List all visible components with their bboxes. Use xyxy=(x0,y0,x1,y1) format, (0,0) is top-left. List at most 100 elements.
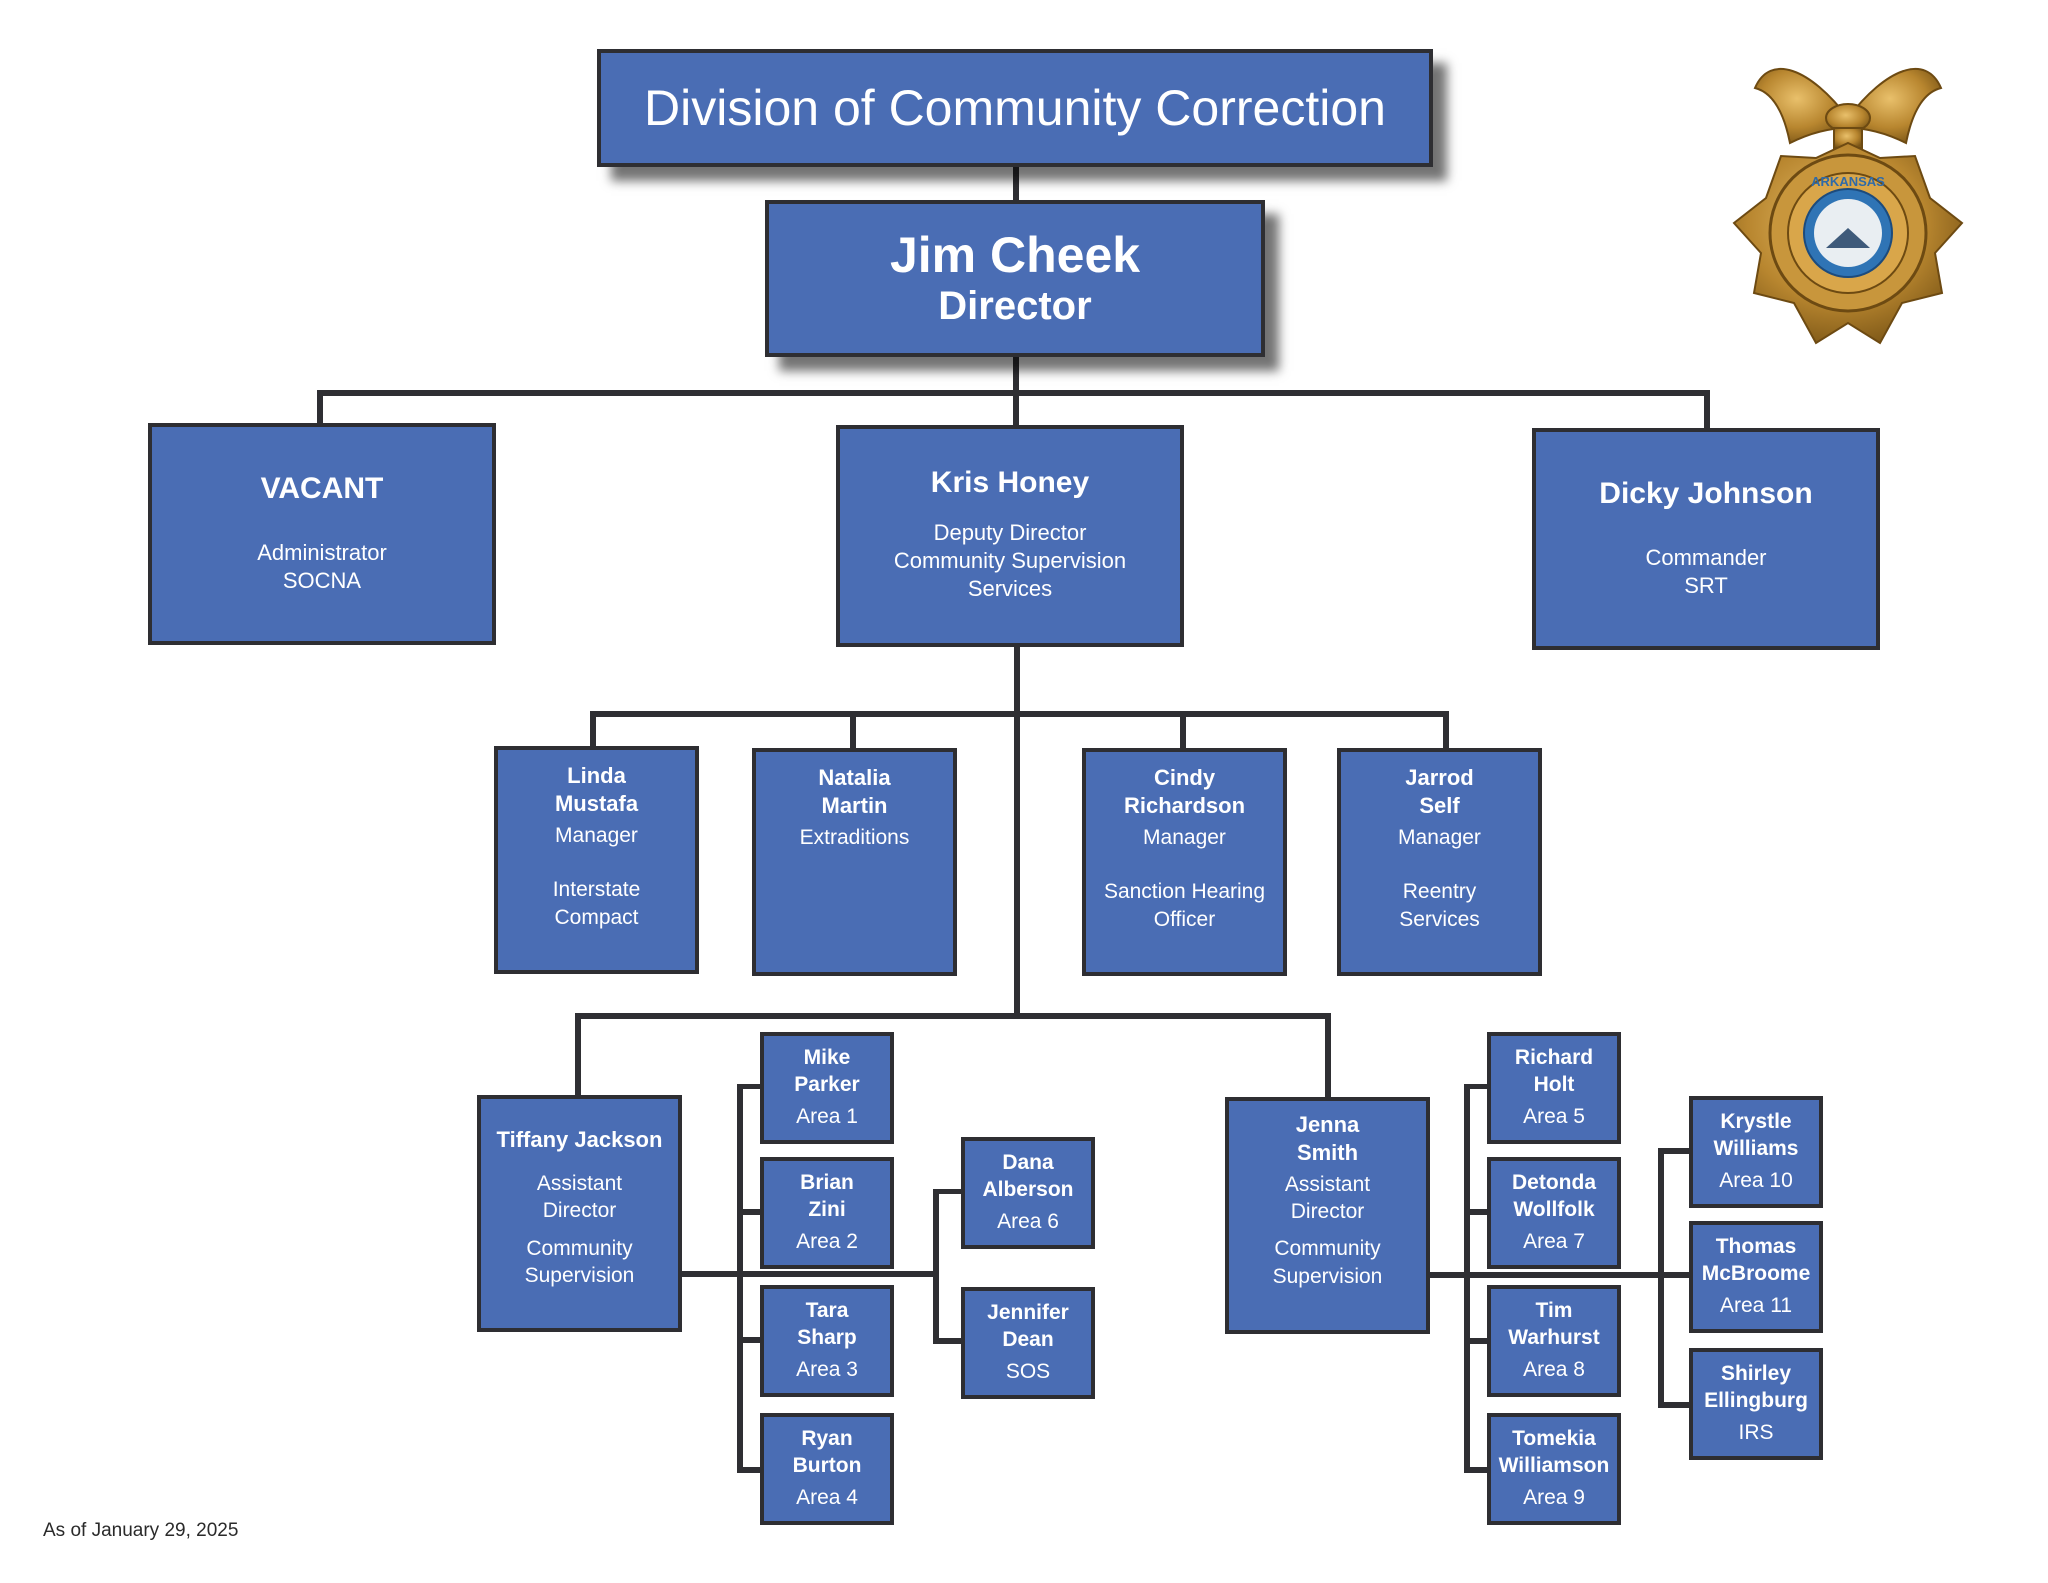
position-name: Dicky Johnson xyxy=(1599,477,1813,510)
position-area: SOS xyxy=(1005,1359,1051,1383)
area-manager-box[interactable]: Detonda Wollfolk Area 7 xyxy=(1487,1157,1621,1269)
position-unit: Reentry Services xyxy=(1399,879,1480,931)
area-manager-box[interactable]: Krystle Williams Area 10 xyxy=(1689,1096,1823,1208)
position-name: VACANT xyxy=(260,472,384,505)
area-manager-box[interactable]: Tara Sharp Area 3 xyxy=(760,1285,894,1397)
position-title: Assistant Director xyxy=(536,1171,623,1223)
administrator-socna-box[interactable]: VACANT Administrator SOCNA xyxy=(148,423,496,645)
sos-box[interactable]: Jennifer Dean SOS xyxy=(961,1287,1095,1399)
division-title: Division of Community Correction xyxy=(644,80,1386,136)
connector-jenna-col-b xyxy=(1658,1148,1664,1408)
area-manager-box[interactable]: Mike Parker Area 1 xyxy=(760,1032,894,1144)
position-name: Dana Alberson xyxy=(982,1151,1074,1202)
position-area: Area 2 xyxy=(796,1229,858,1253)
director-box[interactable]: Jim Cheek Director xyxy=(765,200,1265,357)
position-area: Area 7 xyxy=(1523,1229,1585,1253)
connector-richard xyxy=(1464,1084,1489,1089)
position-name: Ryan Burton xyxy=(792,1427,862,1478)
position-name: Krystle Williams xyxy=(1713,1110,1799,1161)
position-name: Tim Warhurst xyxy=(1508,1299,1600,1350)
position-area: Area 3 xyxy=(796,1357,858,1381)
connector-level4-bar xyxy=(575,1013,1331,1019)
connector-vacant xyxy=(317,390,323,425)
eagle-wing-right xyxy=(1847,68,1943,145)
position-area: Area 6 xyxy=(997,1209,1059,1233)
position-area: IRS xyxy=(1738,1420,1774,1444)
position-name: Kris Honey xyxy=(930,466,1090,499)
position-title: Assistant Director xyxy=(1284,1172,1371,1224)
position-name: Natalia Martin xyxy=(818,765,891,818)
connector-natalia xyxy=(850,711,856,750)
position-title: Manager xyxy=(1143,825,1226,849)
assistant-director-box[interactable]: Jenna Smith Assistant Director Community… xyxy=(1225,1097,1430,1334)
connector-linda xyxy=(590,711,596,748)
extraditions-box[interactable]: Natalia Martin Extraditions xyxy=(752,748,957,976)
manager-interstate-compact-box[interactable]: Linda Mustafa Manager Interstate Compact xyxy=(494,746,699,974)
position-name: Jenna Smith xyxy=(1295,1112,1360,1165)
position-unit: Interstate Compact xyxy=(552,877,641,929)
eagle-wing-left xyxy=(1753,68,1849,145)
area-manager-box[interactable]: Dana Alberson Area 6 xyxy=(961,1137,1095,1249)
position-name: Tara Sharp xyxy=(797,1299,857,1350)
arkansas-department-of-correction-badge-icon: ARKANSAS xyxy=(1732,68,1964,345)
division-title-box: Division of Community Correction xyxy=(597,49,1433,167)
area-manager-box[interactable]: Tomekia Williamson Area 9 xyxy=(1487,1413,1621,1525)
area-manager-box[interactable]: Richard Holt Area 5 xyxy=(1487,1032,1621,1144)
position-unit: Community Supervision xyxy=(1272,1237,1383,1288)
connector-title-director xyxy=(1013,167,1019,202)
connector-brian xyxy=(737,1209,762,1215)
connector-tiffany-col-b xyxy=(933,1189,939,1343)
connector-tim xyxy=(1464,1338,1489,1344)
position-name: Brian Zini xyxy=(800,1171,854,1222)
commander-srt-box[interactable]: Dicky Johnson Commander SRT xyxy=(1532,428,1880,650)
area-manager-box[interactable]: Brian Zini Area 2 xyxy=(760,1157,894,1269)
position-name: Shirley Ellingburg xyxy=(1704,1362,1808,1413)
position-title: Extraditions xyxy=(799,825,910,849)
position-name: Detonda Wollfolk xyxy=(1512,1171,1596,1222)
position-title: Deputy Director Community Supervision Se… xyxy=(893,520,1127,602)
connector-jenna xyxy=(1325,1013,1331,1099)
connector-jennifer xyxy=(933,1338,963,1344)
position-name: Linda Mustafa xyxy=(554,763,639,816)
connector-tiffany-col-a xyxy=(737,1084,743,1473)
manager-sanction-hearing-box[interactable]: Cindy Richardson Manager Sanction Hearin… xyxy=(1082,748,1287,976)
connector-mike xyxy=(737,1084,762,1089)
connector-cindy xyxy=(1180,711,1186,750)
position-area: Area 11 xyxy=(1720,1293,1792,1317)
connector-tara xyxy=(737,1337,762,1343)
connector-detonda xyxy=(1464,1209,1489,1215)
connector-level3-bar xyxy=(590,711,1449,717)
area-manager-box[interactable]: Ryan Burton Area 4 xyxy=(760,1413,894,1525)
position-area: Area 8 xyxy=(1523,1357,1585,1381)
connector-krystle xyxy=(1658,1148,1691,1154)
connector-tomekia xyxy=(1464,1467,1489,1473)
director-title: Director xyxy=(938,284,1092,328)
connector-tiffany-hbar xyxy=(680,1271,938,1277)
position-name: Mike Parker xyxy=(794,1046,860,1097)
position-name: Tiffany Jackson xyxy=(496,1127,663,1152)
position-unit: Community Supervision xyxy=(524,1236,635,1287)
position-title: Manager xyxy=(1398,825,1481,849)
position-name: Jennifer Dean xyxy=(987,1301,1069,1352)
position-area: Area 9 xyxy=(1523,1485,1585,1509)
connector-deputy-spine xyxy=(1014,647,1020,1019)
position-area: Area 1 xyxy=(796,1104,858,1128)
director-name: Jim Cheek xyxy=(889,227,1141,283)
area-manager-box[interactable]: Thomas McBroome Area 11 xyxy=(1689,1221,1823,1333)
irs-box[interactable]: Shirley Ellingburg IRS xyxy=(1689,1348,1823,1460)
position-name: Thomas McBroome xyxy=(1701,1235,1811,1286)
deputy-director-box[interactable]: Kris Honey Deputy Director Community Sup… xyxy=(836,425,1184,647)
position-name: Richard Holt xyxy=(1514,1046,1594,1097)
position-title: Manager xyxy=(555,823,638,847)
area-manager-box[interactable]: Tim Warhurst Area 8 xyxy=(1487,1285,1621,1397)
connector-tiffany xyxy=(575,1013,581,1097)
connector-jarrod xyxy=(1443,711,1449,750)
connector-ryan xyxy=(737,1467,762,1473)
badge-top-text: ARKANSAS xyxy=(1811,174,1885,189)
connector-jenna-col-a xyxy=(1464,1084,1470,1473)
assistant-director-box[interactable]: Tiffany Jackson Assistant Director Commu… xyxy=(477,1095,682,1332)
position-unit: Sanction Hearing Officer xyxy=(1103,879,1266,931)
position-area: Area 10 xyxy=(1719,1168,1793,1192)
manager-reentry-services-box[interactable]: Jarrod Self Manager Reentry Services xyxy=(1337,748,1542,976)
